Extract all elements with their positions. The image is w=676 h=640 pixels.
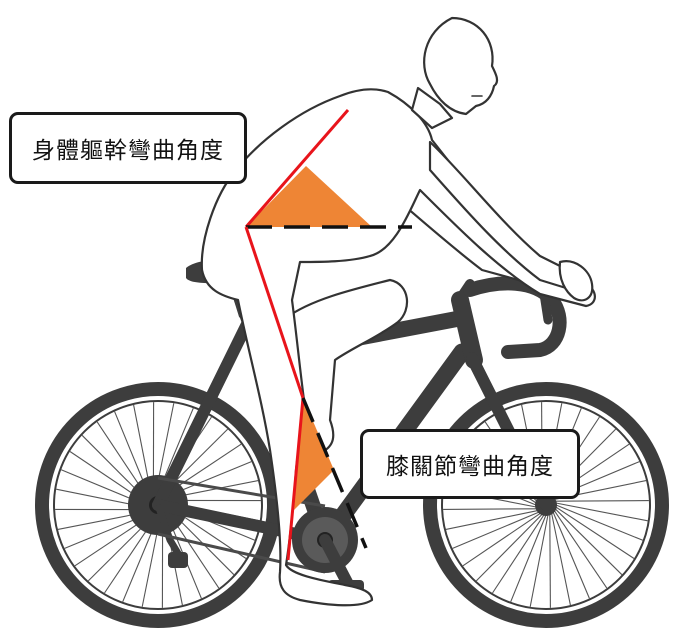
wheel-spoke bbox=[555, 501, 649, 502]
wheel-spoke bbox=[556, 507, 634, 559]
torso-angle-label: 身體軀幹彎曲角度 bbox=[32, 131, 224, 165]
derailleur-cage bbox=[168, 552, 188, 568]
wheel-spoke bbox=[556, 503, 648, 521]
wheel-spoke bbox=[493, 515, 545, 593]
wheel-spoke bbox=[552, 513, 571, 605]
knee-angle-label: 膝關節彎曲角度 bbox=[386, 447, 554, 481]
wheel-spoke bbox=[550, 514, 551, 608]
torso-angle-callout: 身體軀幹彎曲角度 bbox=[9, 112, 247, 184]
wheel-spoke bbox=[443, 509, 537, 510]
wheel-spoke bbox=[530, 515, 548, 607]
wheel-spoke bbox=[446, 511, 538, 530]
knee-angle-callout: 膝關節彎曲角度 bbox=[360, 429, 580, 499]
